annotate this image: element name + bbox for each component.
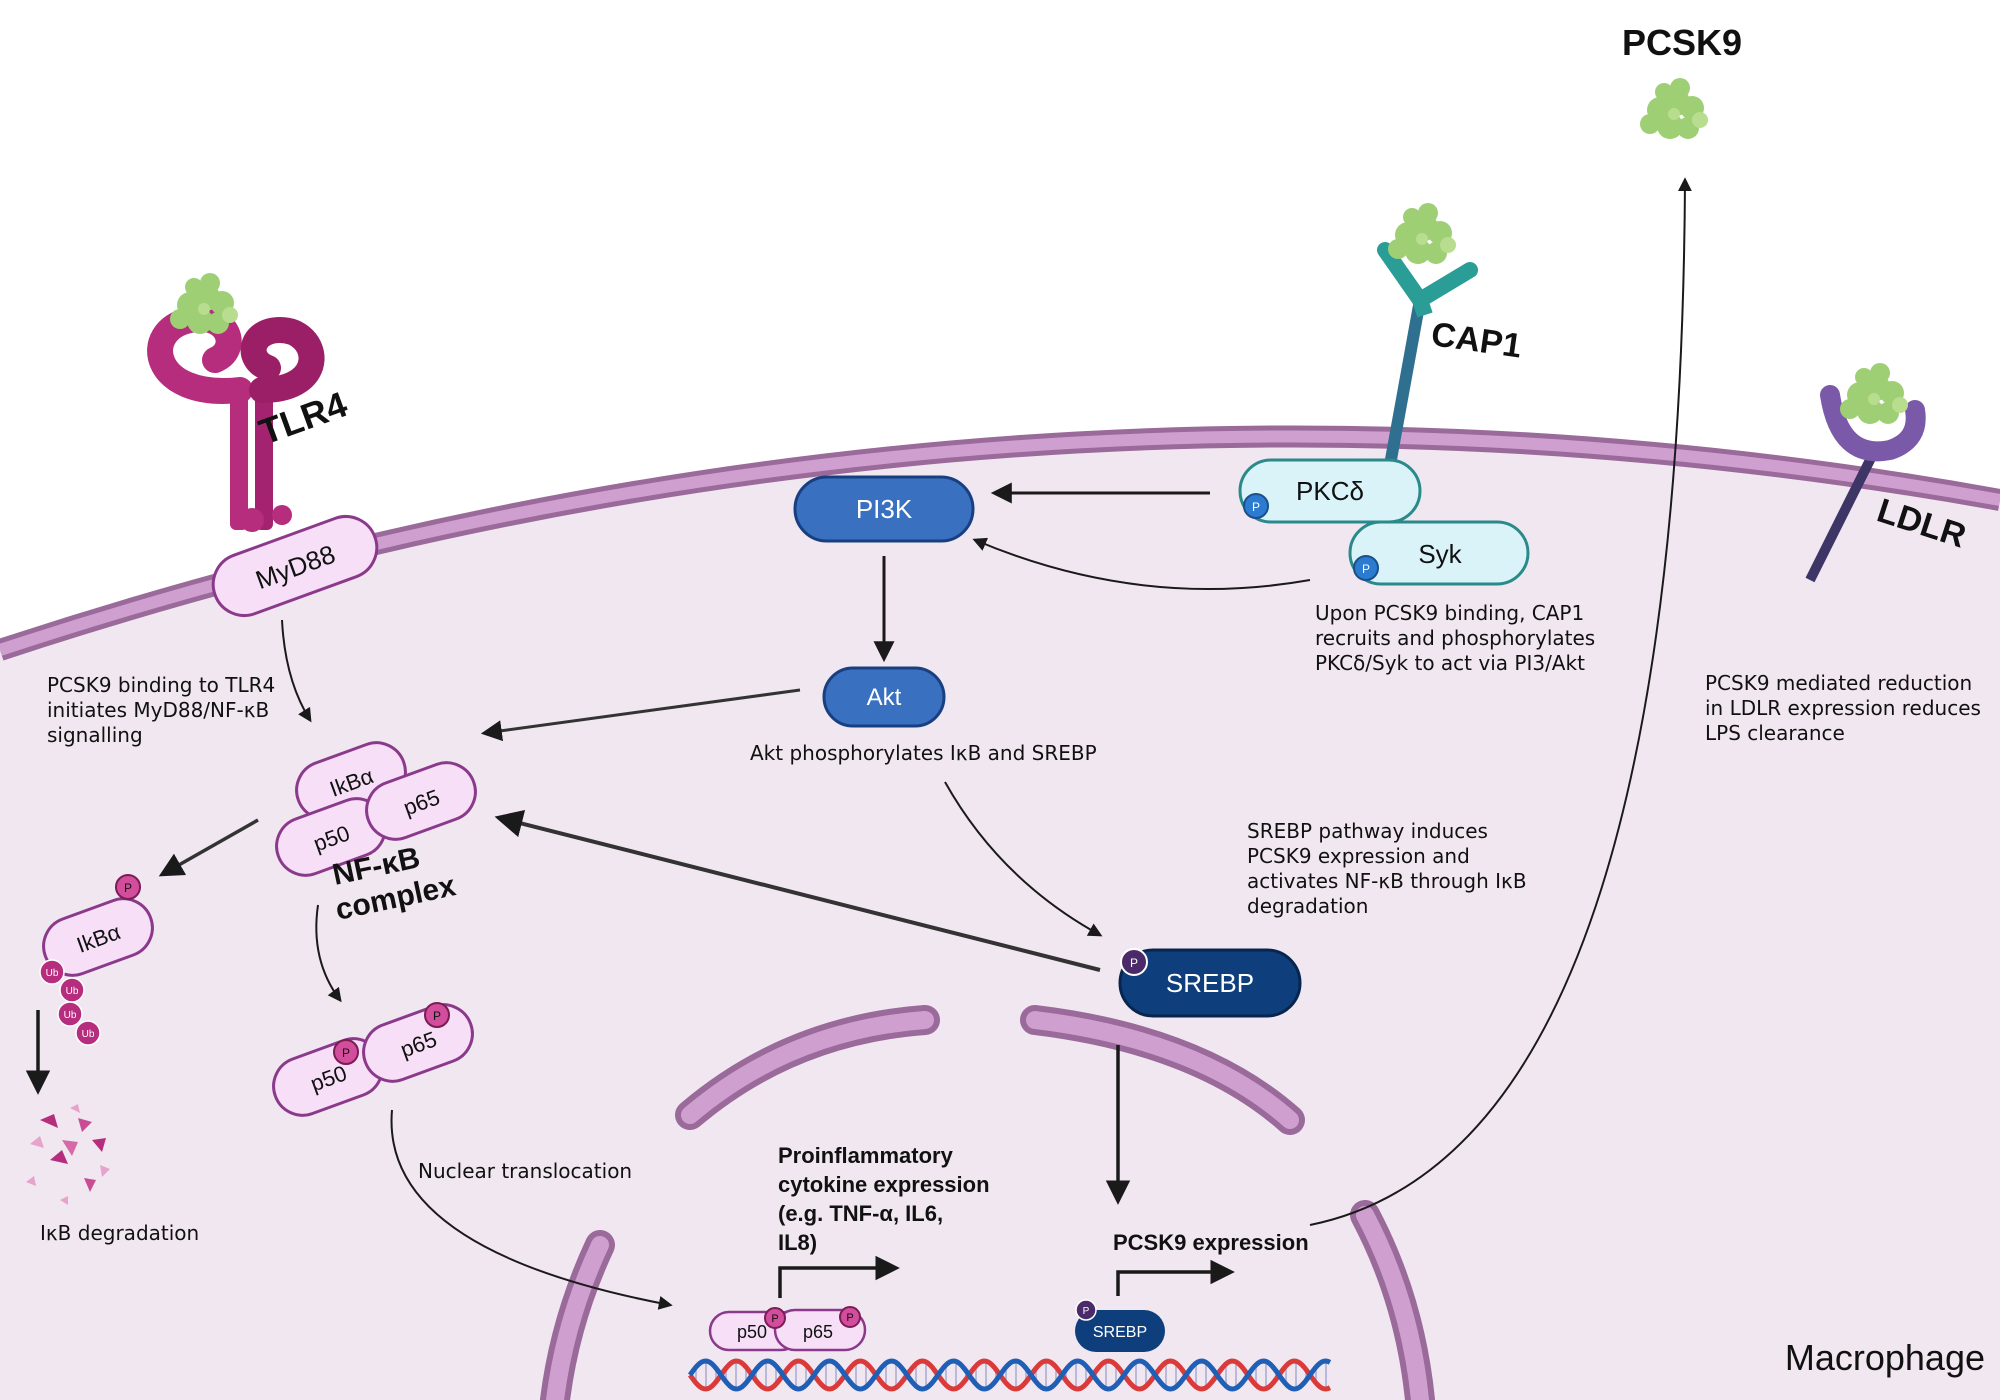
ub-label-3: Ub	[64, 1010, 77, 1021]
dna-helix	[687, 1358, 1332, 1392]
ikb-fragments	[26, 1104, 110, 1205]
cytokine-line3: (e.g. TNF-α, IL6,	[778, 1201, 943, 1226]
p65c-phospho-label: P	[846, 1312, 853, 1324]
p50c-label: p50	[737, 1322, 767, 1342]
p50c-phospho-label: P	[771, 1313, 778, 1325]
myd88-box: MyD88	[211, 515, 379, 617]
pcsk9-transcription-arrow	[1116, 1259, 1235, 1296]
tlr4-note-1: PCSK9 binding to TLR4	[47, 673, 275, 697]
cap1-label: CAP1	[1429, 315, 1524, 365]
cap1-note-1: Upon PCSK9 binding, CAP1	[1315, 601, 1584, 625]
ubiquitin-chain: Ub Ub Ub Ub	[39, 959, 101, 1046]
srebp-label: SREBP	[1166, 968, 1254, 998]
cell-cytoplasm	[0, 436, 2000, 1400]
syk-label: Syk	[1418, 539, 1462, 569]
ub-label-4: Ub	[82, 1029, 95, 1040]
ub-label-1: Ub	[46, 968, 59, 979]
ikba2-phospho-label: P	[124, 881, 132, 895]
syk-phospho-label: P	[1362, 562, 1370, 576]
pcsk9-bound-ldlr	[1840, 363, 1908, 424]
arrows	[25, 177, 1692, 1310]
cytokine-line2: cytokine expression	[778, 1172, 990, 1197]
pkcd-phospho-label: P	[1252, 500, 1260, 514]
tlr4-note-2: initiates MyD88/NF-κB	[47, 698, 269, 722]
cap1-note-2: recruits and phosphorylates	[1315, 626, 1595, 650]
nuclear-membrane	[540, 1005, 1435, 1400]
srebp-box: SREBP P	[1118, 948, 1302, 1018]
ikb-degradation-note: IκB degradation	[40, 1221, 199, 1245]
cap1-receptor	[1377, 242, 1478, 467]
srebp-small-phospho-label: P	[1083, 1306, 1090, 1317]
srebp-nuclear: SREBP P	[1075, 1299, 1165, 1352]
cytokine-line4: IL8)	[778, 1230, 817, 1255]
p50-p65-phospho: p50 p65 P P	[272, 1002, 474, 1117]
tlr4-note-3: signalling	[47, 723, 143, 747]
srebp-note-2: PCSK9 expression and	[1247, 844, 1470, 868]
pkcd-box: PKCδ P	[1238, 458, 1422, 524]
pcsk9-expression-label: PCSK9 expression	[1113, 1230, 1309, 1255]
ikba-ubiquitinated: IkBα P	[42, 874, 154, 977]
ldlr-note-1: PCSK9 mediated reduction	[1705, 671, 1972, 695]
pcsk9-bound-cap1	[1388, 203, 1456, 264]
srebp-small-label: SREBP	[1093, 1324, 1147, 1341]
srebp-note-4: degradation	[1247, 894, 1368, 918]
nfkb-complex: IkBα p50 p65	[275, 741, 477, 877]
p65c-label: p65	[803, 1322, 833, 1342]
srebp-note-1: SREBP pathway induces	[1247, 819, 1488, 843]
ldlr-receptor	[1805, 385, 1926, 583]
akt-label: Akt	[867, 684, 902, 711]
p65b-phospho-label: P	[433, 1009, 441, 1023]
ldlr-note-3: LPS clearance	[1705, 721, 1845, 745]
ub-label-2: Ub	[66, 986, 79, 997]
srebp-phospho-label: P	[1130, 956, 1138, 970]
p50b-phospho-label: P	[342, 1046, 350, 1060]
pcsk9-free	[1640, 78, 1708, 139]
srebp-note-3: activates NF-κB through IκB	[1247, 869, 1527, 893]
akt-note: Akt phosphorylates IκB and SREBP	[750, 741, 1097, 765]
akt-box: Akt	[822, 666, 946, 728]
pcsk9-top-label: PCSK9	[1622, 22, 1742, 63]
cytokine-transcription-arrow	[778, 1255, 900, 1298]
ldlr-note-2: in LDLR expression reduces	[1705, 696, 1981, 720]
cytokine-line1: Proinflammatory	[778, 1143, 954, 1168]
pi3k-label: PI3K	[856, 494, 913, 524]
pi3k-box: PI3K	[793, 475, 975, 543]
pkcd-label: PKCδ	[1296, 476, 1364, 506]
pcsk9-bound-tlr4	[170, 273, 238, 334]
p50-p65-nuclear: p50 p65 P P	[708, 1306, 867, 1352]
nuclear-translocation-note: Nuclear translocation	[418, 1159, 632, 1183]
macrophage-label: Macrophage	[1785, 1337, 1985, 1378]
cap1-note-3: PKCδ/Syk to act via PI3/Akt	[1315, 651, 1585, 675]
syk-box: Syk P	[1348, 520, 1530, 586]
